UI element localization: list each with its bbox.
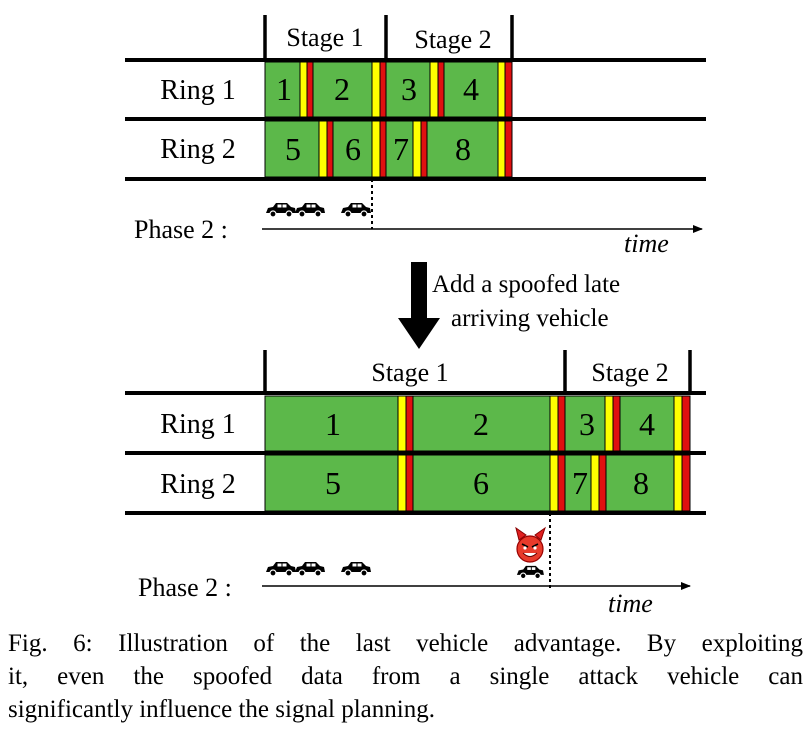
bottom-ring1-bar xyxy=(264,395,691,452)
bottom-phase-6-red xyxy=(557,454,566,512)
top-phase-7-red xyxy=(420,120,428,178)
top-ring1-label: Ring 1 xyxy=(160,75,235,106)
top-phase-5-label: 5 xyxy=(285,131,301,167)
bottom-time-label: time xyxy=(608,589,653,618)
top-phase-4-red xyxy=(504,61,513,118)
caption-line-1: Fig. 6: Illustration of the last vehicle… xyxy=(8,630,803,657)
bottom-phase-2-yellow xyxy=(549,395,559,452)
bottom-phase-2-red xyxy=(557,395,566,452)
bottom-phase-8-red xyxy=(681,454,691,512)
top-time-label: time xyxy=(624,229,669,258)
bottom-phase-7-red xyxy=(598,454,607,512)
bottom-phase-7-green xyxy=(564,454,592,512)
bottom-ring2-bar xyxy=(264,454,691,512)
figure-caption: Fig. 6: Illustration of the last vehicle… xyxy=(8,627,803,726)
top-stage2-label: Stage 2 xyxy=(414,25,491,54)
top-phase-6-red xyxy=(379,120,387,178)
bottom-phase-5-red xyxy=(405,454,414,512)
top-ring2-label: Ring 2 xyxy=(160,134,235,165)
top-phase-3-red xyxy=(437,61,445,118)
top-phase-8-yellow xyxy=(497,120,506,178)
top-phase2-label: Phase 2 : xyxy=(134,215,228,244)
top-phase-5-red xyxy=(326,120,334,178)
car-icon xyxy=(516,565,545,580)
bottom-phase-6-yellow xyxy=(549,454,559,512)
bottom-phase-3-green xyxy=(564,395,606,452)
bottom-phase-4-label: 4 xyxy=(639,406,655,442)
bottom-phase-5-label: 5 xyxy=(325,465,341,501)
top-phase-6-yellow xyxy=(371,120,381,178)
top-phase-5-green xyxy=(264,120,320,178)
top-phase-1-red xyxy=(306,61,314,118)
car-icon xyxy=(340,202,372,218)
top-phase-3-green xyxy=(385,61,431,118)
signal-timing-diagram: Stage 1 Stage 2 Ring 1 Ring 2 1 2 3 4 5 … xyxy=(125,15,706,618)
caption-line-3: significantly influence the signal plann… xyxy=(8,696,435,723)
bottom-phase-4-green xyxy=(619,395,675,452)
top-ring2-bar xyxy=(264,120,513,178)
top-timing-chart: Stage 1 Stage 2 Ring 1 Ring 2 1 2 3 4 5 … xyxy=(125,15,706,258)
bottom-phase-3-yellow xyxy=(604,395,614,452)
top-phase-1-green xyxy=(264,61,301,118)
bottom-phase-5-green xyxy=(264,454,399,512)
bottom-stage1-label: Stage 1 xyxy=(371,358,448,387)
top-phase-5-yellow xyxy=(318,120,328,178)
transition-text-line-2: arriving vehicle xyxy=(451,305,609,332)
bottom-phase-1-label: 1 xyxy=(325,406,341,442)
transition-step: Add a spoofed late arriving vehicle xyxy=(398,262,620,349)
devil-face-icon xyxy=(515,526,546,563)
car-icon xyxy=(294,561,326,577)
car-icon xyxy=(340,561,372,577)
top-phase-2-yellow xyxy=(371,61,381,118)
bottom-timing-chart: Stage 1 Stage 2 Ring 1 Ring 2 1 2 3 4 5 … xyxy=(125,350,706,618)
top-phase-1-yellow xyxy=(299,61,308,118)
car-icon xyxy=(265,561,297,577)
transition-text-line-1: Add a spoofed late xyxy=(432,271,620,298)
top-phase-2-red xyxy=(379,61,387,118)
bottom-phase2-label: Phase 2 : xyxy=(138,573,232,602)
bottom-stage2-label: Stage 2 xyxy=(591,358,668,387)
top-phase-7-yellow xyxy=(412,120,422,178)
top-phase-3-label: 3 xyxy=(401,71,417,107)
bottom-phase-7-label: 7 xyxy=(572,465,588,501)
top-phase-1-label: 1 xyxy=(276,71,292,107)
bottom-phase-3-red xyxy=(612,395,621,452)
bottom-phase-6-label: 6 xyxy=(473,465,489,501)
top-phase-7-label: 7 xyxy=(393,131,409,167)
top-phase-4-green xyxy=(443,61,499,118)
bottom-phase-8-yellow xyxy=(673,454,683,512)
bottom-phase-1-yellow xyxy=(397,395,407,452)
top-phase-8-green xyxy=(426,120,499,178)
top-phase-8-label: 8 xyxy=(455,131,471,167)
top-phase-4-yellow xyxy=(497,61,506,118)
top-phase-4-label: 4 xyxy=(463,71,479,107)
bottom-phase-4-yellow xyxy=(673,395,683,452)
bottom-ring2-label: Ring 2 xyxy=(160,469,235,500)
bottom-phase-2-label: 2 xyxy=(473,406,489,442)
caption-line-2: it, even the spoofed data from a single … xyxy=(8,663,803,690)
bottom-phase-1-red xyxy=(405,395,414,452)
top-stage1-label: Stage 1 xyxy=(286,23,363,52)
bottom-phase-5-yellow xyxy=(397,454,407,512)
car-icon xyxy=(265,202,297,218)
bottom-phase-2-green xyxy=(412,395,551,452)
bottom-phase-8-label: 8 xyxy=(633,465,649,501)
bottom-phase-4-red xyxy=(681,395,691,452)
top-phase-3-yellow xyxy=(429,61,439,118)
top-phase-8-red xyxy=(504,120,513,178)
bottom-phase-7-yellow xyxy=(590,454,600,512)
top-phase-6-label: 6 xyxy=(345,131,361,167)
bottom-phase-6-green xyxy=(412,454,551,512)
top-phase-2-label: 2 xyxy=(334,71,350,107)
bottom-phase-3-label: 3 xyxy=(579,406,595,442)
car-icon xyxy=(294,202,326,218)
bottom-phase-8-green xyxy=(605,454,675,512)
arrow-down-icon xyxy=(398,262,440,349)
bottom-ring1-label: Ring 1 xyxy=(160,409,235,440)
